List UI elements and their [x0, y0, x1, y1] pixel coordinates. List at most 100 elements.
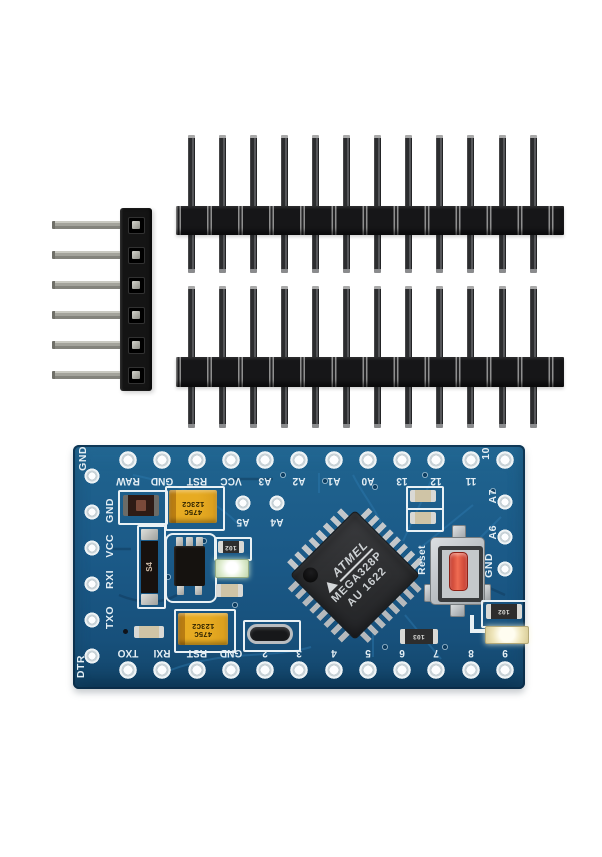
tantalum-capacitor-2: 475C 123C2: [178, 613, 228, 645]
pin-label: A2: [292, 475, 306, 487]
smd-resistor-silk: [118, 490, 168, 525]
voltage-regulator: [174, 546, 205, 586]
pin13-led-yellow: [485, 626, 529, 644]
header-pin: [52, 341, 122, 349]
pin-hole: [82, 502, 102, 522]
pin-hole: [150, 448, 174, 472]
pin-hole: [253, 658, 277, 682]
header-pin: [281, 135, 288, 273]
smd-resistor-small: [410, 490, 436, 502]
pin-hole: [356, 658, 380, 682]
reset-button: [430, 537, 485, 605]
pin-hole: [322, 448, 346, 472]
pin-hole: [219, 448, 243, 472]
header-plastic-bar: [176, 357, 564, 387]
pin-label: 10: [480, 447, 492, 460]
header-pin: [467, 135, 474, 273]
header-socket-pin: [132, 221, 140, 229]
pin-hole: [150, 658, 174, 682]
resistor-102-b: 102: [486, 604, 522, 619]
header-pin: [52, 311, 122, 319]
header-pin: [52, 251, 122, 259]
pin-hole: [233, 493, 253, 513]
header-pin: [530, 135, 537, 273]
pin-label: TXO: [104, 606, 116, 630]
pin-label: 3: [296, 647, 302, 659]
header-pin: [52, 371, 122, 379]
tantalum-capacitor-1: 475C 123C2: [169, 490, 217, 523]
crystal-silk: [243, 620, 301, 652]
header-socket-pin: [132, 341, 140, 349]
pin-hole: [459, 448, 483, 472]
pin-label: 13: [396, 475, 408, 487]
header-pin: [405, 135, 412, 273]
header-socket-hole: [128, 307, 145, 324]
pin-hole: [82, 610, 102, 630]
pin-hole: [459, 658, 483, 682]
pin-hole: [390, 448, 414, 472]
pin-label: RXI: [153, 647, 171, 659]
pin-hole: [185, 658, 209, 682]
pin-label: VCC: [104, 534, 116, 558]
pin-label: GND: [219, 647, 243, 659]
resistor-marking: 102: [225, 543, 237, 551]
pin-label: 2: [262, 647, 268, 659]
pin-hole: [253, 448, 277, 472]
pin-hole: [493, 448, 517, 472]
pin-label: GND: [483, 553, 495, 578]
pin-label: 7: [433, 647, 439, 659]
pin-hole: [495, 559, 515, 579]
pin-label: RXI: [104, 570, 116, 590]
header-socket-hole: [128, 247, 145, 264]
capacitor-marking: 475C 123C2: [191, 621, 215, 637]
resistor-103: 103: [400, 629, 438, 644]
regulator-pin: [196, 537, 203, 547]
power-led-green: [215, 559, 249, 578]
header-socket-pin: [132, 371, 140, 379]
pin-label: RAW: [116, 475, 140, 487]
pin-hole: [495, 492, 515, 512]
resistor-102-a: 102: [218, 541, 244, 553]
pin-label: A6: [487, 525, 499, 540]
pin-label: GND: [150, 475, 174, 487]
header-socket-pin: [132, 311, 140, 319]
pin-hole: [356, 448, 380, 472]
pin-hole: [82, 574, 102, 594]
pin-hole: [267, 493, 287, 513]
smd-resistor-small: [216, 584, 243, 597]
pin-hole: [495, 527, 515, 547]
header-socket-hole: [128, 367, 145, 384]
pin-hole: [390, 658, 414, 682]
header-pin: [499, 135, 506, 273]
pin-hole: [116, 658, 140, 682]
header-pin: [52, 221, 122, 229]
pin-hole: [424, 448, 448, 472]
pin-label: 12: [430, 475, 442, 487]
straight-pin-header-top: [176, 135, 564, 275]
pin-label: 6: [399, 647, 405, 659]
reset-button-cap: [449, 552, 468, 591]
pin-hole: [185, 448, 209, 472]
pin-label: A5: [236, 516, 250, 528]
diode-pad-top: [141, 529, 158, 540]
header-pin: [436, 135, 443, 273]
pin-hole: [116, 448, 140, 472]
resistor-marking-patch: [136, 500, 146, 511]
pin-label: TXO: [117, 647, 139, 659]
pin-hole: [287, 658, 311, 682]
header-socket-hole: [128, 277, 145, 294]
regulator-pin: [176, 537, 183, 547]
header-socket-hole: [128, 337, 145, 354]
right-angle-header: [50, 205, 155, 395]
pin-label: A1: [327, 475, 341, 487]
smd-resistor-brown: [123, 495, 159, 516]
resistor-marking: 103: [413, 633, 425, 640]
header-socket-hole: [128, 217, 145, 234]
resistor-silk: [406, 508, 444, 532]
pin-label: DTR: [75, 655, 87, 679]
pin-hole: [219, 658, 243, 682]
pin-hole: [287, 448, 311, 472]
smd-resistor-small: [134, 626, 164, 638]
smd-resistor-small: [410, 512, 436, 524]
